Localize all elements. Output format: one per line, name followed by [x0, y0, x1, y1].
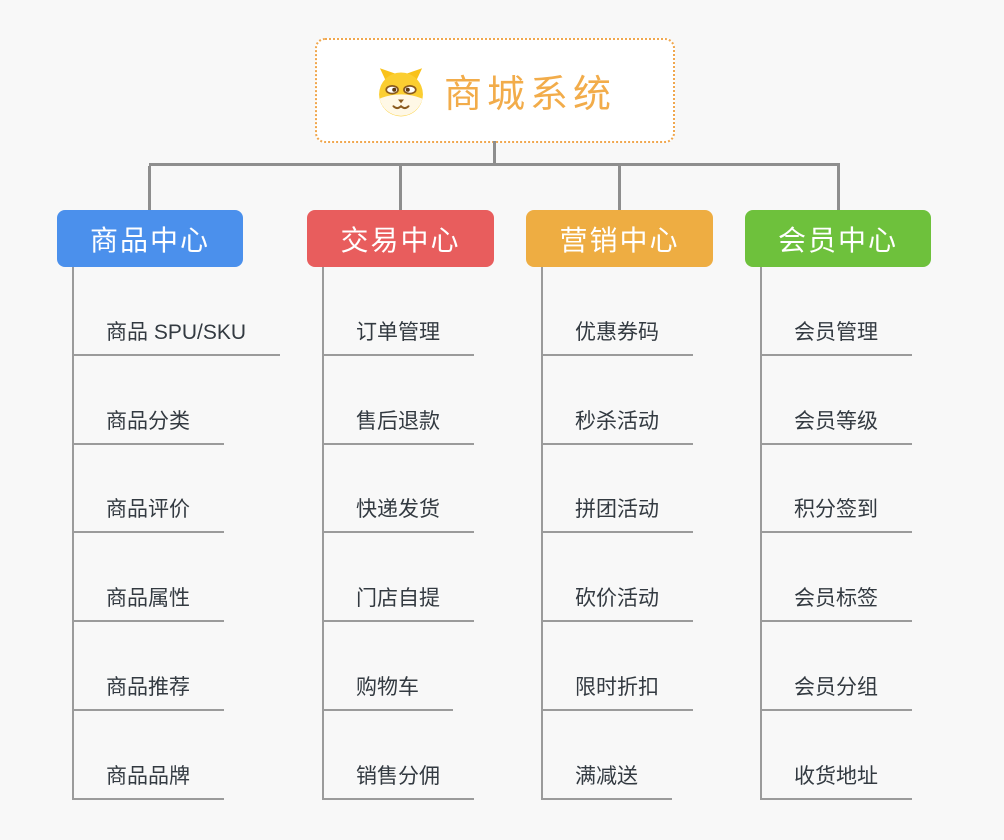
- list-item[interactable]: 收货地址: [760, 711, 912, 800]
- connector-horizontal-line: [149, 163, 840, 166]
- branch-label: 营销中心: [559, 224, 680, 256]
- item-label: 商品属性: [106, 587, 190, 611]
- branch-node-trade-center[interactable]: 交易中心: [307, 210, 494, 267]
- item-label: 会员分组: [794, 675, 878, 699]
- item-label: 砍价活动: [575, 587, 659, 611]
- branch-label: 商品中心: [89, 224, 210, 256]
- list-item[interactable]: 会员标签: [760, 533, 912, 623]
- item-label: 秒杀活动: [575, 409, 659, 433]
- root-node-mall-system[interactable]: 商城系统: [315, 38, 675, 143]
- branch-items-member-center: 会员管理 会员等级 积分签到 会员标签 会员分组 收货地址: [760, 267, 912, 800]
- item-label: 商品品牌: [106, 764, 190, 788]
- branch-spine-line: [322, 267, 324, 800]
- list-item[interactable]: 购物车: [322, 622, 453, 711]
- item-label: 购物车: [356, 675, 419, 699]
- connector-drop-member: [837, 166, 840, 210]
- item-label: 快递发货: [356, 498, 440, 522]
- branch-items-marketing-center: 优惠券码 秒杀活动 拼团活动 砍价活动 限时折扣 满减送: [541, 267, 693, 800]
- item-label: 会员等级: [794, 409, 878, 433]
- list-item[interactable]: 积分签到: [760, 445, 912, 534]
- dog-face-icon: [379, 67, 423, 116]
- branch-node-marketing-center[interactable]: 营销中心: [526, 210, 713, 267]
- list-item[interactable]: 售后退款: [322, 356, 474, 445]
- branch-label: 会员中心: [777, 224, 898, 256]
- list-item[interactable]: 商品推荐: [72, 622, 224, 711]
- connector-root-drop: [493, 141, 496, 163]
- list-item[interactable]: 商品属性: [72, 533, 224, 623]
- branch-spine-line: [541, 267, 543, 800]
- branch-items-trade-center: 订单管理 售后退款 快递发货 门店自提 购物车 销售分佣: [322, 267, 474, 800]
- branch-spine-line: [72, 267, 74, 800]
- list-item[interactable]: 门店自提: [322, 533, 474, 623]
- list-item[interactable]: 限时折扣: [541, 622, 693, 711]
- list-item[interactable]: 砍价活动: [541, 533, 693, 623]
- branch-node-member-center[interactable]: 会员中心: [745, 210, 931, 267]
- branch-spine-line: [760, 267, 762, 800]
- list-item[interactable]: 拼团活动: [541, 445, 693, 534]
- item-label: 拼团活动: [575, 498, 659, 522]
- item-label: 商品分类: [106, 409, 190, 433]
- item-label: 商品推荐: [106, 675, 190, 699]
- item-label: 会员管理: [794, 320, 878, 344]
- item-label: 销售分佣: [356, 764, 440, 788]
- connector-drop-goods: [148, 166, 151, 210]
- list-item[interactable]: 会员分组: [760, 622, 912, 711]
- list-item[interactable]: 商品评价: [72, 445, 224, 534]
- list-item[interactable]: 商品品牌: [72, 711, 224, 800]
- item-label: 满减送: [575, 764, 638, 788]
- item-label: 门店自提: [356, 587, 440, 611]
- list-item[interactable]: 满减送: [541, 711, 672, 800]
- list-item[interactable]: 秒杀活动: [541, 356, 693, 445]
- item-label: 优惠券码: [575, 320, 659, 344]
- list-item[interactable]: 会员等级: [760, 356, 912, 445]
- branch-label: 交易中心: [340, 224, 461, 256]
- list-item[interactable]: 商品 SPU/SKU: [72, 267, 281, 356]
- branch-items-goods-center: 商品 SPU/SKU 商品分类 商品评价 商品属性 商品推荐 商品品牌: [72, 267, 281, 800]
- list-item[interactable]: 商品分类: [72, 356, 224, 445]
- root-node-title: 商城系统: [443, 74, 616, 116]
- item-label: 限时折扣: [575, 675, 659, 699]
- list-item[interactable]: 快递发货: [322, 445, 474, 534]
- list-item[interactable]: 会员管理: [760, 267, 912, 356]
- item-label: 商品 SPU/SKU: [106, 320, 247, 344]
- item-label: 会员标签: [794, 587, 878, 611]
- item-label: 积分签到: [794, 498, 878, 522]
- list-item[interactable]: 销售分佣: [322, 711, 474, 800]
- item-label: 订单管理: [356, 320, 440, 344]
- connector-drop-marketing: [618, 166, 621, 210]
- branch-node-goods-center[interactable]: 商品中心: [57, 210, 243, 267]
- item-label: 售后退款: [356, 409, 440, 433]
- connector-drop-trade: [399, 166, 402, 210]
- list-item[interactable]: 优惠券码: [541, 267, 693, 356]
- item-label: 商品评价: [106, 498, 190, 522]
- item-label: 收货地址: [794, 764, 878, 788]
- list-item[interactable]: 订单管理: [322, 267, 474, 356]
